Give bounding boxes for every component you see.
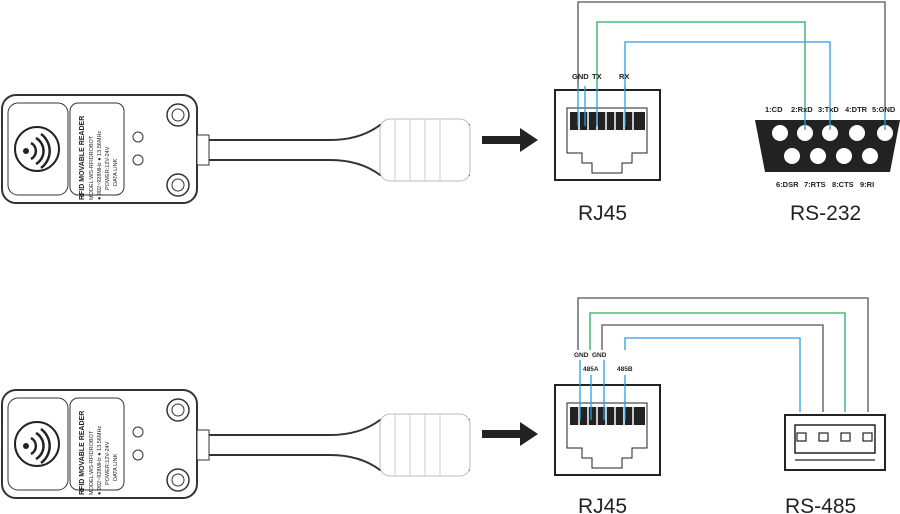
reader-model: MODEL:WS-RFIDROBOT (89, 430, 95, 495)
reader-leds: DATA LINK (113, 158, 119, 186)
db9-pin: 5:GND (872, 105, 896, 114)
db9-connector (755, 120, 900, 172)
reader-name: RFID MOVABLE READER (79, 116, 86, 200)
pin-gnd: GND (592, 352, 607, 359)
reader-top (0, 93, 472, 205)
rj45-bottom (554, 384, 661, 476)
wires-top (577, 1, 886, 110)
reader-bottom (0, 388, 472, 500)
db9-pin: 1:CD (765, 105, 783, 114)
reader-freq: ● 902~928MHz ● 13.56MHz (97, 131, 103, 200)
rj45-label: RJ45 (578, 202, 627, 225)
reader-name: RFID MOVABLE READER (79, 411, 86, 495)
pin-rx: RX (619, 72, 629, 81)
pin-485a: 485A (583, 366, 599, 373)
db9-pin: 9:RI (860, 180, 874, 189)
rs485-label: RS-485 (785, 495, 856, 514)
reader-power: POWER:12V-24V (105, 441, 111, 485)
db9-pin: 3:TxD (818, 105, 839, 114)
rs485-terminal (784, 414, 886, 471)
reader-label-bottom: RFID MOVABLE READER MODEL:WS-RFIDROBOT ●… (79, 411, 119, 495)
db9-pin: 4:DTR (845, 105, 868, 114)
arrow-icon (482, 422, 538, 446)
pin-485b: 485B (617, 366, 633, 373)
pin-gnd: GND (572, 72, 589, 81)
pin-gnd: GND (574, 352, 589, 359)
reader-label-top: RFID MOVABLE READER MODEL:WS-RFIDROBOT ●… (79, 116, 119, 200)
reader-leds: DATA LINK (113, 453, 119, 481)
reader-freq: ● 902~928MHz ● 13.56MHz (97, 426, 103, 495)
wires-bottom (577, 297, 869, 412)
pin-tx: TX (592, 72, 602, 81)
reader-power: POWER:12V-24V (105, 146, 111, 190)
reader-model: MODEL:WS-RFIDROBOT (89, 135, 95, 200)
rs232-label: RS-232 (790, 202, 861, 225)
rj45-label: RJ45 (578, 495, 627, 514)
arrow-icon (482, 128, 538, 152)
rj45-top (554, 89, 661, 181)
db9-pin: 7:RTS (804, 180, 826, 189)
db9-pin: 8:CTS (832, 180, 854, 189)
db9-pin: 6:DSR (776, 180, 799, 189)
db9-pin: 2:RxD (791, 105, 813, 114)
